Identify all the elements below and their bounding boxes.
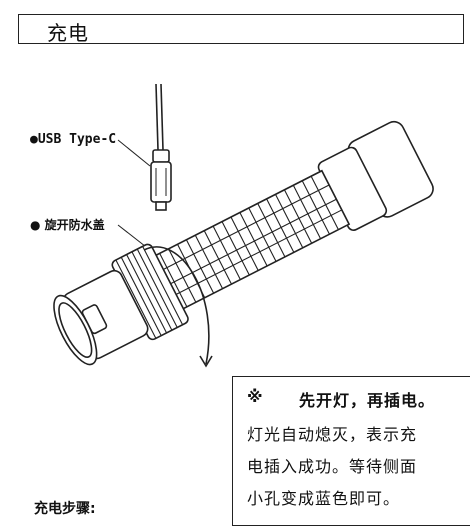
waterproof-cap-label: ● 旋开防水盖: [30, 218, 105, 232]
reference-mark: ※: [247, 387, 263, 406]
rotate-arrow-icon: [143, 246, 213, 368]
section-header: 充电: [18, 14, 464, 45]
usb-c-cable-illustration: [150, 83, 172, 211]
note-line: 电插入成功。等待侧面: [247, 457, 418, 476]
section-title: 充电: [47, 21, 89, 45]
note-headline: 先开灯，再插电。: [299, 391, 436, 410]
note-line: 小孔变成蓝色即可。: [247, 489, 401, 508]
note-line: 灯光自动熄灭，表示充: [247, 425, 418, 444]
charging-steps-title: 充电步骤:: [34, 501, 96, 517]
usb-type-c-label: ●USB Type-C: [30, 132, 117, 147]
usb-leader-line: [117, 139, 151, 167]
flashlight-illustration: [53, 83, 434, 368]
charging-note: ※ 先开灯，再插电。 灯光自动熄灭，表示充 电插入成功。等待侧面 小孔变成蓝色即…: [232, 376, 470, 526]
